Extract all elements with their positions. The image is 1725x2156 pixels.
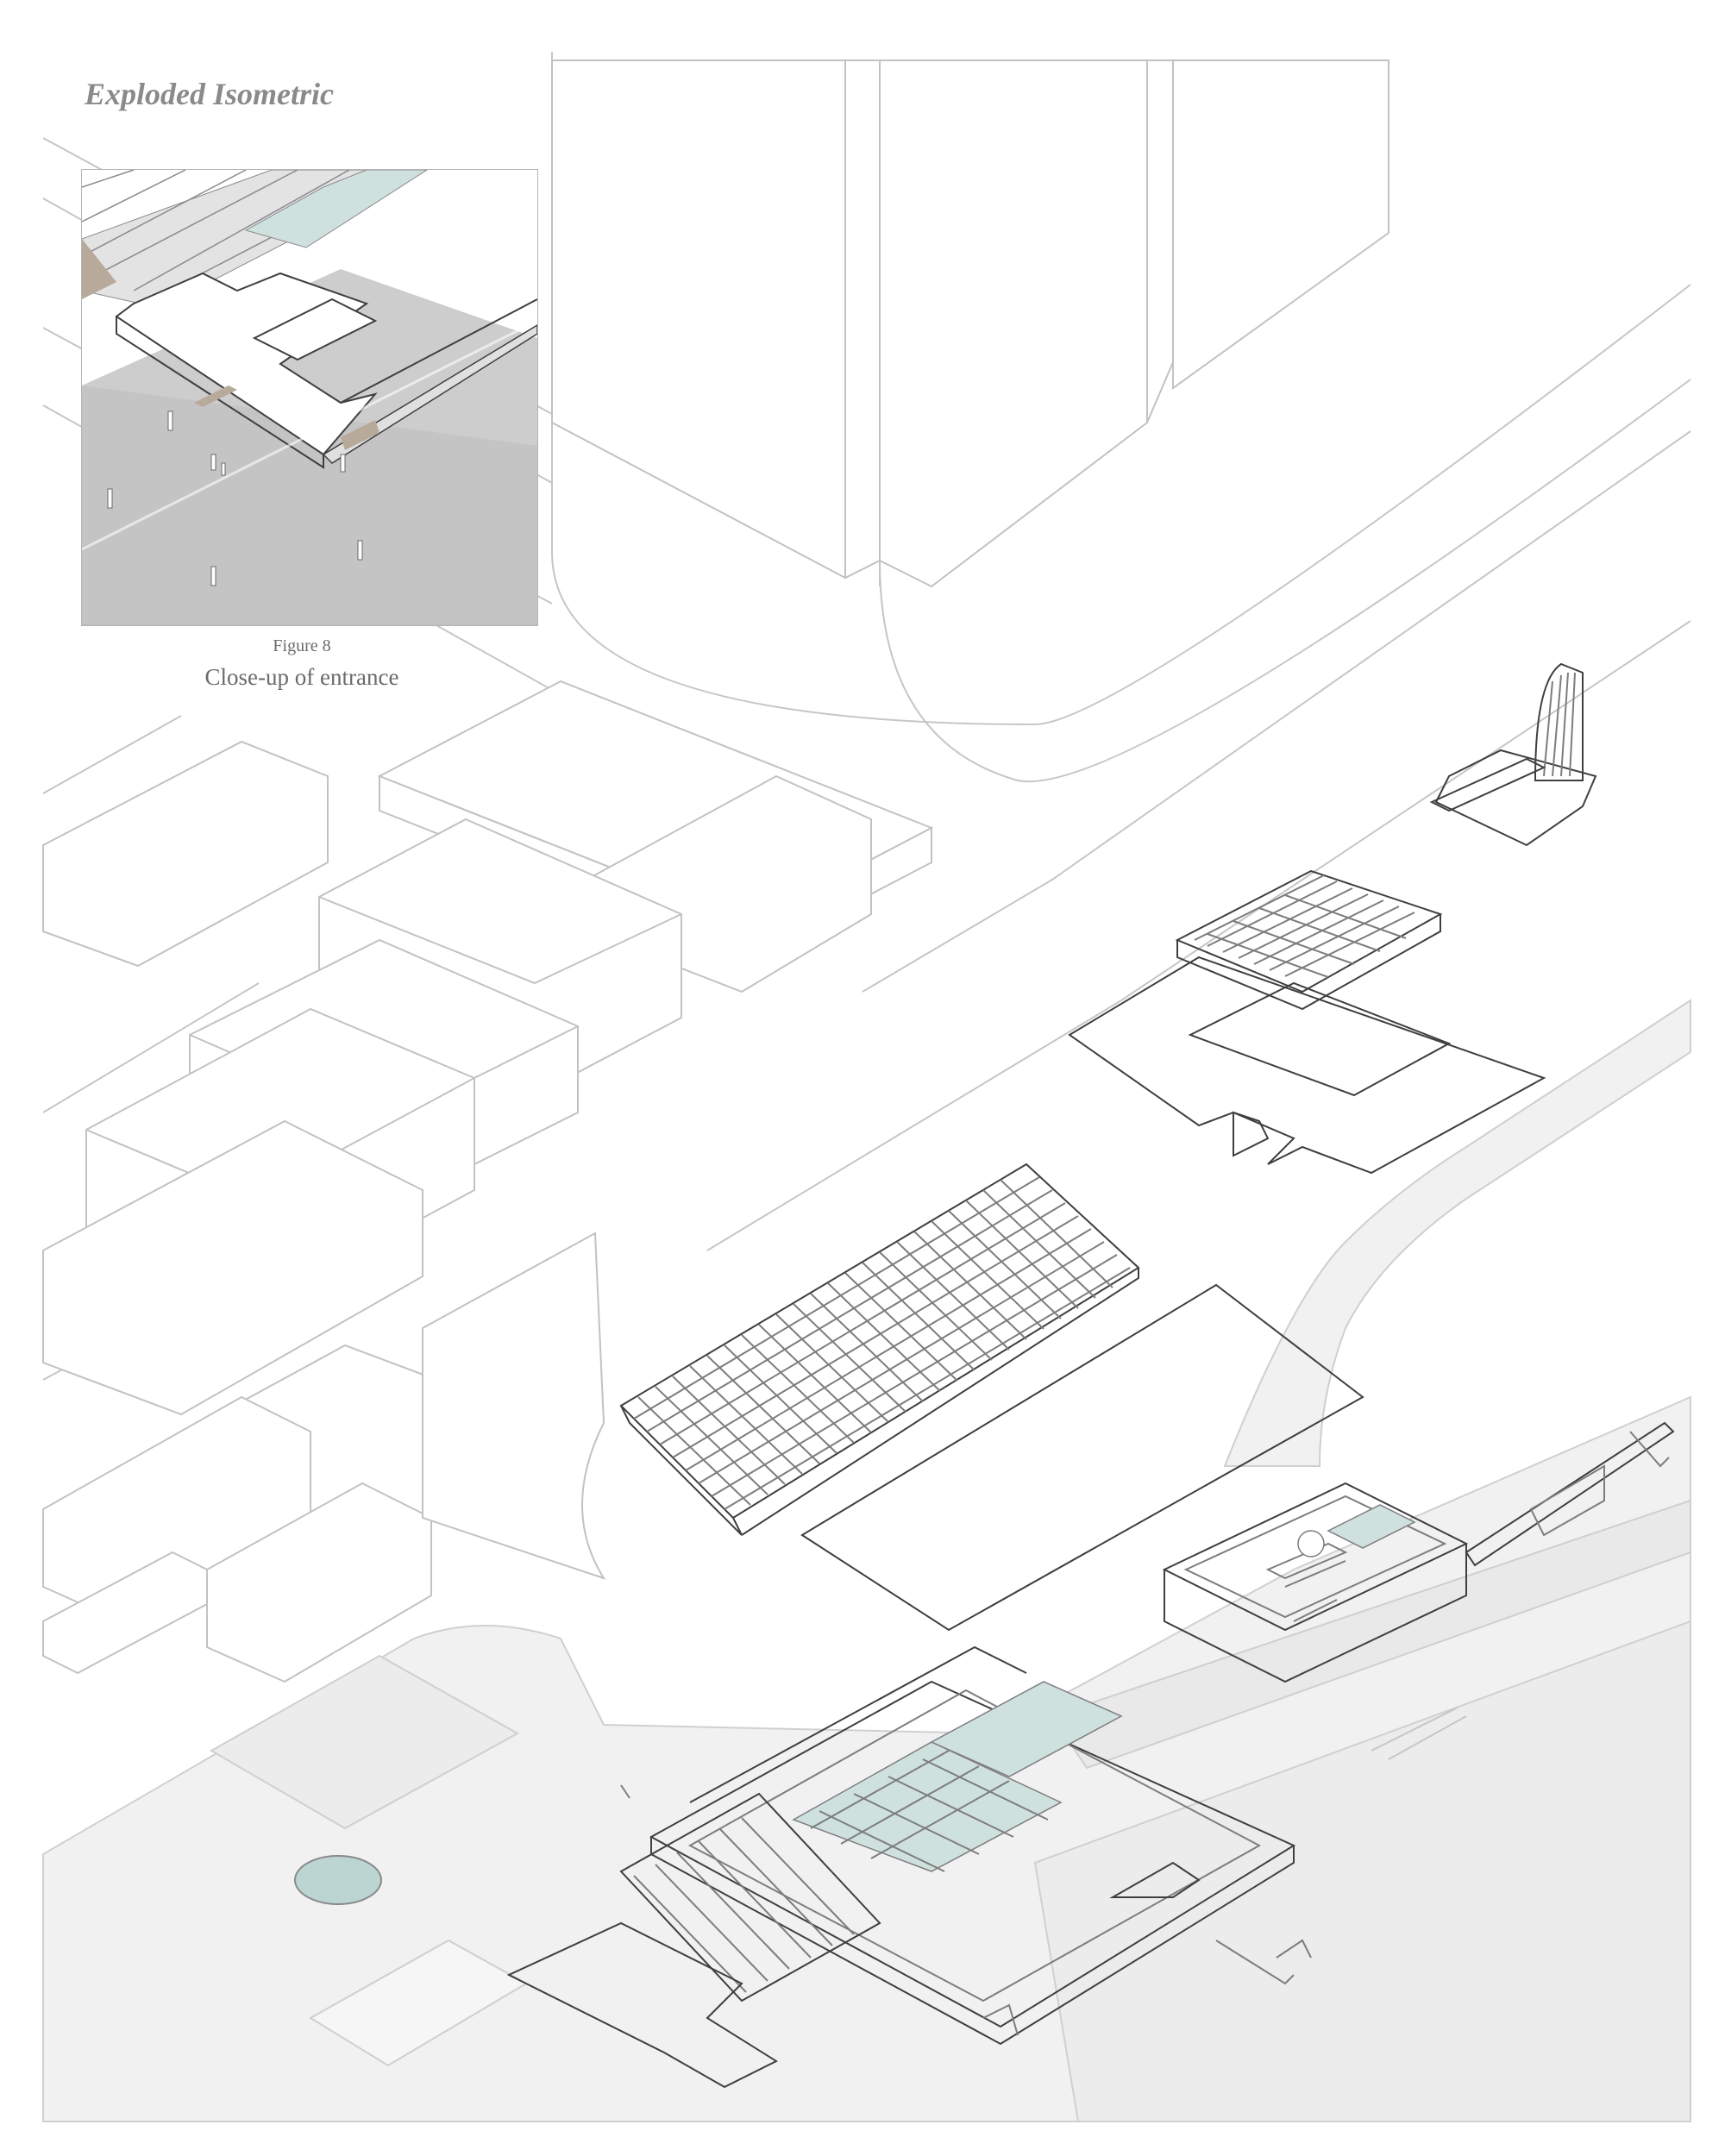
truss-roof-layer <box>619 1163 1364 1632</box>
figure-number: Figure 8 <box>273 636 331 655</box>
figure-caption: Close-up of entrance <box>204 664 399 690</box>
page-title: Exploded Isometric <box>85 77 334 111</box>
entrance-closeup-drawing <box>82 170 537 625</box>
roof-grid-layer <box>1068 662 1597 1175</box>
entrance-closeup-figure <box>81 169 538 626</box>
stair-structures <box>1215 1707 1467 1985</box>
ground-floor-plan <box>506 1421 1675 2089</box>
tower-blocks <box>551 60 1389 588</box>
context-buildings <box>42 680 934 1683</box>
ground-surfaces <box>42 999 1691 2122</box>
plaza-pool <box>294 1855 382 1905</box>
